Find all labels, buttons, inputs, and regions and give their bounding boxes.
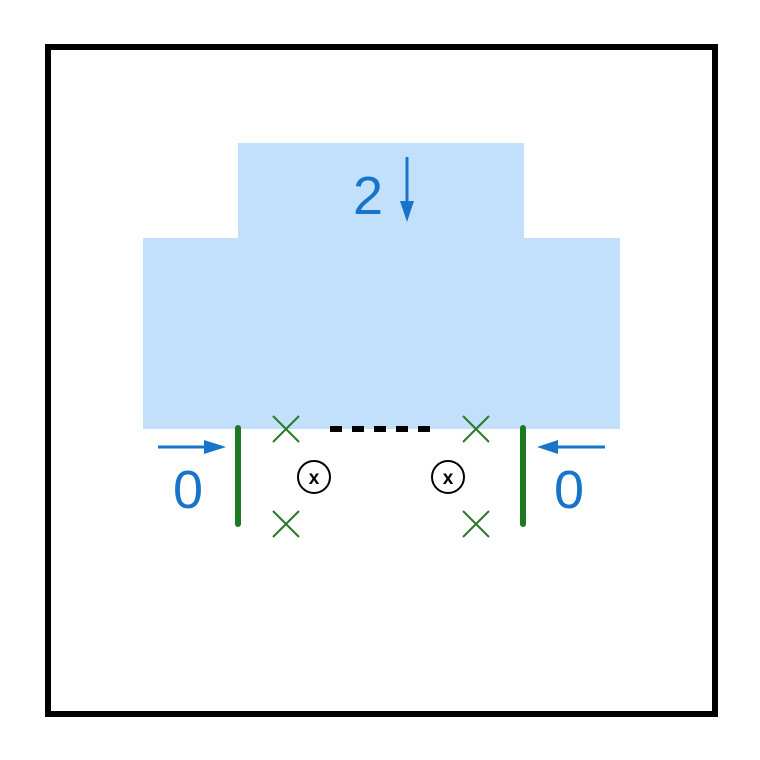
arrow-right-icon [158,440,226,454]
x-cross-icon [272,510,300,538]
circled-x-icon: x [431,460,465,494]
arrow-left-icon [537,440,605,454]
shaded-region [143,143,620,429]
label-right: 0 [554,460,584,520]
x-cross-icon [272,415,300,443]
marker-right-label: x [443,468,454,489]
circled-x-icon: x [297,460,331,494]
x-cross-icon [462,510,490,538]
label-top: 2 [353,166,383,226]
shaded-region-top [238,143,524,240]
outer-frame [45,44,718,717]
label-left: 0 [173,460,203,520]
x-cross-icon [462,415,490,443]
shaded-region-bottom [143,238,620,429]
arrow-down-icon [400,157,414,222]
marker-left-label: x [309,468,320,489]
